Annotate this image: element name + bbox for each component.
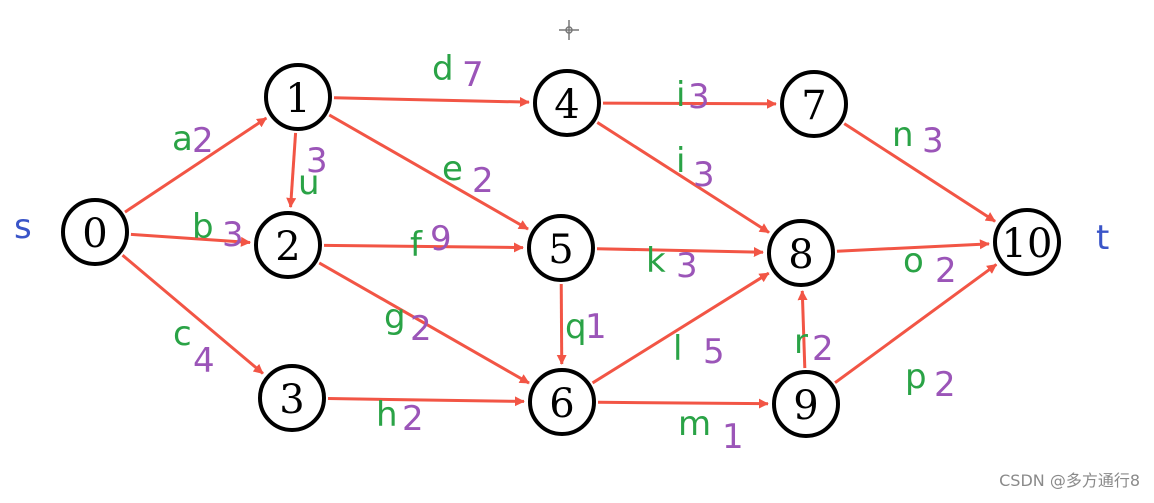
edge-letter-0-2: b — [192, 207, 214, 247]
node-0: 0 — [61, 198, 129, 266]
edge-2-5 — [323, 242, 524, 253]
node-8: 8 — [767, 219, 835, 287]
edge-5-8 — [596, 247, 764, 258]
node-circle-10 — [993, 208, 1061, 276]
edge-weight-0-2: 3 — [222, 215, 244, 255]
edge-weight-9-8: 2 — [812, 329, 834, 369]
node-circle-6 — [528, 368, 596, 436]
edge-weight-0-3: 4 — [193, 341, 215, 381]
edge-letter-1-4: d — [432, 49, 454, 89]
edge-letter-5-8: k — [646, 241, 666, 281]
edge-weight-1-4: 7 — [462, 55, 484, 95]
edge-weight-6-9: 1 — [722, 417, 744, 457]
node-circle-1 — [264, 63, 332, 131]
edge-weight-0-1: 2 — [192, 121, 214, 161]
node-label-3: 3 — [279, 377, 304, 423]
edge-weight-5-8: 3 — [676, 246, 698, 286]
node-circle-0 — [61, 198, 129, 266]
edge-4-7 — [602, 98, 777, 109]
edge-7-10 — [843, 122, 996, 223]
edge-6-8 — [591, 271, 770, 385]
edge-weight-2-6: 2 — [410, 309, 432, 349]
node-label-0: 0 — [82, 211, 107, 257]
node-1: 1 — [264, 63, 332, 131]
node-5: 5 — [527, 214, 595, 282]
edge-weight-7-10: 3 — [922, 121, 944, 161]
edge-weight-1-2: 3 — [306, 141, 328, 181]
node-label-7: 7 — [801, 83, 826, 129]
edge-letter-5-6: q — [565, 307, 587, 347]
edge-0-1 — [124, 116, 268, 214]
node-circle-3 — [258, 364, 326, 432]
edge-letter-6-8: l — [673, 329, 682, 369]
node-9: 9 — [772, 370, 840, 438]
node-label-8: 8 — [788, 232, 813, 278]
edge-letter-4-7: i — [676, 75, 685, 115]
edge-letter-6-9: m — [678, 404, 711, 444]
watermark: CSDN @多方通行8 — [999, 471, 1140, 490]
edge-letter-8-10: o — [903, 241, 924, 281]
edge-0-3 — [121, 254, 264, 375]
edge-8-10 — [836, 239, 990, 253]
edge-2-6 — [318, 261, 530, 385]
edge-letter-2-6: g — [384, 297, 406, 337]
edge-6-9 — [597, 398, 769, 409]
node-3: 3 — [258, 364, 326, 432]
edge-1-4 — [333, 96, 530, 107]
edge-weight-4-7: 3 — [688, 77, 710, 117]
node-4: 4 — [533, 69, 601, 137]
edge-weight-8-10: 2 — [935, 251, 957, 291]
edge-weight-4-8: 3 — [693, 155, 715, 195]
node-circle-4 — [533, 69, 601, 137]
edge-4-8 — [596, 121, 770, 234]
node-6: 6 — [528, 368, 596, 436]
node-label-5: 5 — [548, 227, 573, 273]
edge-letter-2-5: f — [410, 225, 423, 265]
edge-5-6 — [556, 283, 567, 365]
edge-weight-6-8: 5 — [703, 332, 725, 372]
edge-9-8 — [797, 290, 808, 369]
node-label-1: 1 — [285, 76, 310, 122]
edge-letter-9-10: p — [905, 357, 927, 397]
node-label-10: 10 — [1002, 221, 1053, 267]
node-label-2: 2 — [275, 224, 300, 270]
edge-weight-3-6: 2 — [402, 399, 424, 439]
node-10: 10 — [993, 208, 1061, 276]
edge-1-5 — [328, 113, 529, 231]
edge-weight-9-10: 2 — [934, 365, 956, 405]
edge-letter-4-8: i — [676, 141, 685, 181]
edge-letter-1-5: e — [442, 149, 463, 189]
node-circle-8 — [767, 219, 835, 287]
crosshair-cursor-icon — [559, 20, 579, 40]
edge-letter-1-2: u — [298, 163, 320, 203]
node-label-9: 9 — [793, 383, 818, 429]
edge-letter-0-1: a — [172, 119, 193, 159]
source-label: s — [14, 207, 32, 247]
edge-3-6 — [327, 396, 525, 407]
edge-weight-1-5: 2 — [472, 161, 494, 201]
edge-weight-2-5: 9 — [430, 219, 452, 259]
node-label-4: 4 — [554, 82, 579, 128]
node-circle-7 — [780, 70, 848, 138]
edge-weight-5-6: 1 — [585, 307, 607, 347]
node-7: 7 — [780, 70, 848, 138]
node-circle-2 — [254, 211, 322, 279]
edge-letter-9-8: r — [794, 322, 808, 362]
edge-letter-7-10: n — [892, 115, 914, 155]
node-circle-9 — [772, 370, 840, 438]
edge-0-2 — [130, 232, 251, 247]
edge-letter-3-6: h — [376, 395, 398, 435]
sink-label: t — [1096, 218, 1109, 258]
node-2: 2 — [254, 211, 322, 279]
edge-letter-0-3: c — [173, 314, 192, 354]
node-label-6: 6 — [549, 381, 574, 427]
node-circle-5 — [527, 214, 595, 282]
edge-9-10 — [834, 263, 998, 384]
edge-1-2 — [286, 132, 298, 208]
